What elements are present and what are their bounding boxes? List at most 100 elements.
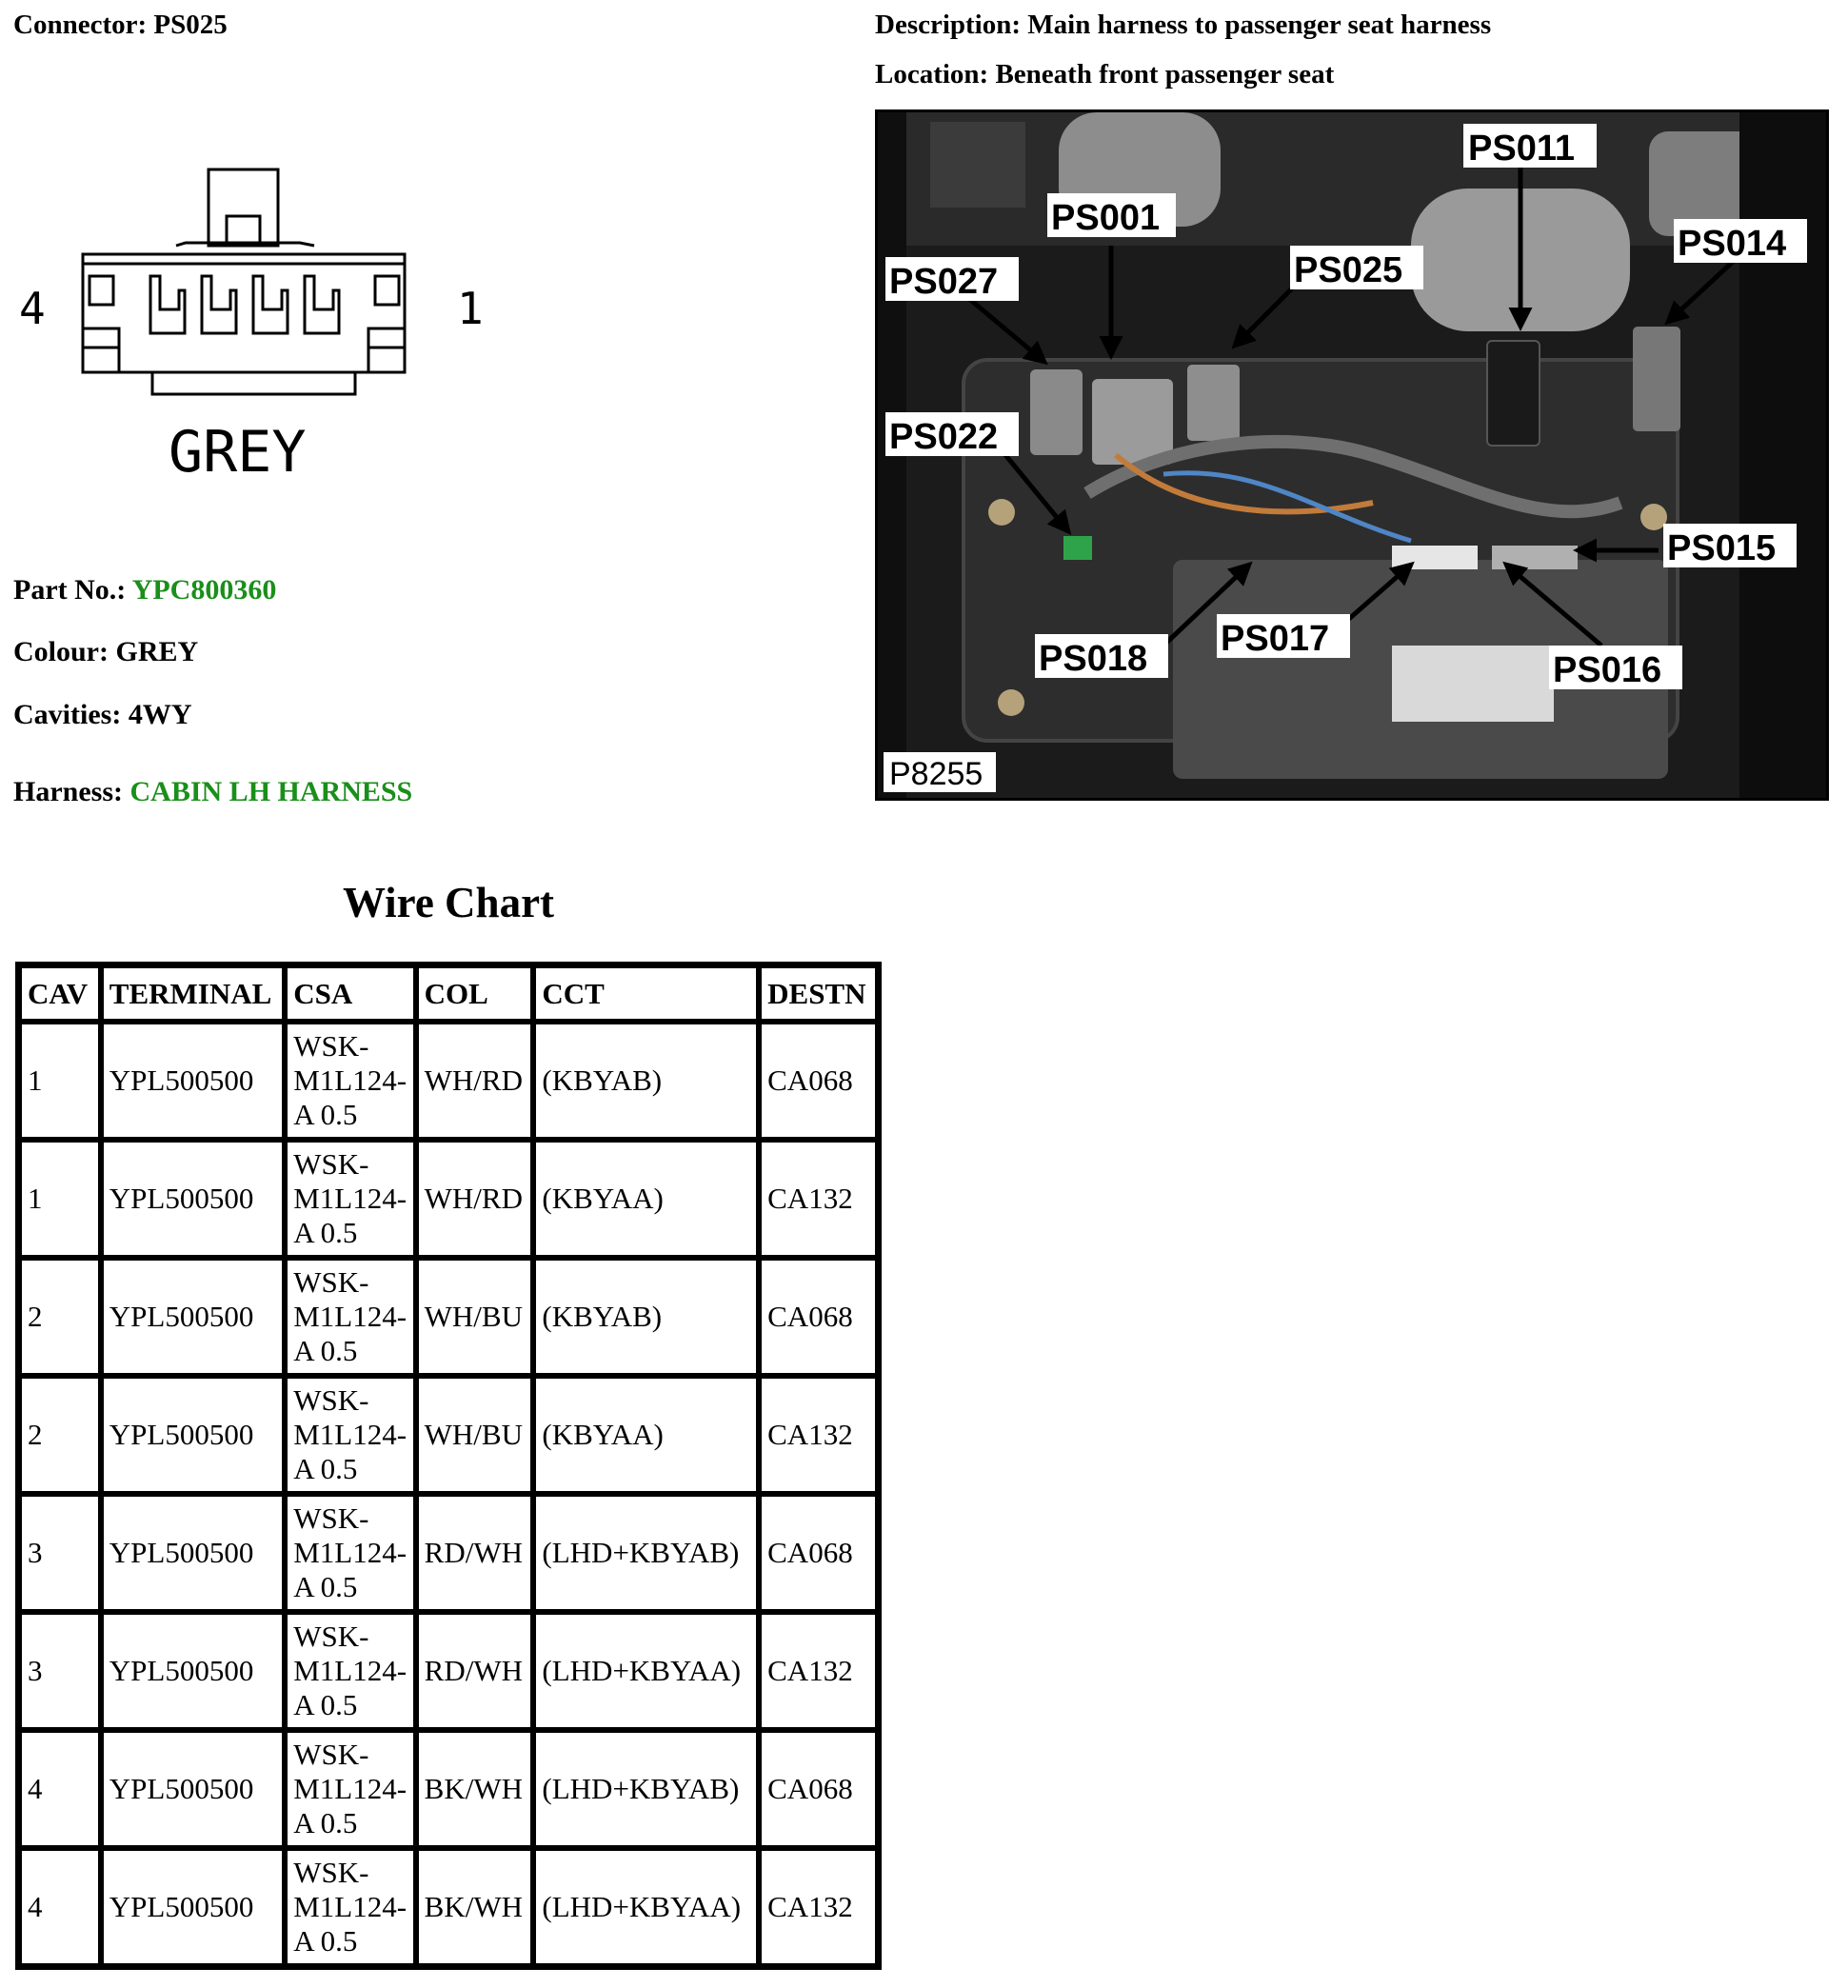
csa-line: M1L124- — [293, 1654, 407, 1687]
csa-cell: WSK-M1L124-A 0.5 — [285, 1494, 416, 1612]
header-cav: CAV — [19, 965, 101, 1022]
connector-diagram: 4 1 GREY — [10, 157, 505, 514]
harness: Harness: CABIN LH HARNESS — [13, 776, 412, 808]
cav-cell: 1 — [19, 1140, 101, 1258]
terminal-cell: YPL500500 — [100, 1022, 286, 1140]
csa-line: WSK- — [293, 1856, 369, 1889]
header-destn: DESTN — [759, 965, 878, 1022]
pin-4-label: 4 — [19, 283, 46, 334]
table-header-row: CAV TERMINAL CSA COL CCT DESTN — [19, 965, 878, 1022]
csa-line: A 0.5 — [293, 1806, 358, 1839]
colour: Colour: GREY — [13, 636, 198, 668]
csa-line: WSK- — [293, 1029, 369, 1063]
header-csa: CSA — [285, 965, 416, 1022]
destn-cell: CA068 — [759, 1258, 878, 1376]
description-heading: Description: Main harness to passenger s… — [875, 10, 1491, 41]
cav-cell: 2 — [19, 1376, 101, 1494]
cavities: Cavities: 4WY — [13, 699, 191, 731]
csa-line: M1L124- — [293, 1536, 407, 1569]
callout-ps016: PS016 — [1553, 650, 1661, 690]
csa-cell: WSK-M1L124-A 0.5 — [285, 1730, 416, 1848]
csa-line: M1L124- — [293, 1772, 407, 1805]
location-label: Location: — [875, 59, 989, 89]
pin-1-label: 1 — [457, 283, 484, 334]
cct-cell: (LHD+KBYAA) — [533, 1848, 760, 1966]
csa-line: A 0.5 — [293, 1216, 358, 1249]
callout-ps015: PS015 — [1667, 528, 1776, 568]
cct-cell: (LHD+KBYAB) — [533, 1730, 760, 1848]
col-cell: BK/WH — [415, 1848, 534, 1966]
csa-line: WSK- — [293, 1265, 369, 1299]
terminal-cell: YPL500500 — [100, 1494, 286, 1612]
csa-line: WSK- — [293, 1383, 369, 1417]
harness-link[interactable]: CABIN LH HARNESS — [129, 776, 413, 807]
colour-value: GREY — [115, 636, 199, 667]
terminal-cell: YPL500500 — [100, 1258, 286, 1376]
cav-cell: 4 — [19, 1730, 101, 1848]
csa-cell: WSK-M1L124-A 0.5 — [285, 1258, 416, 1376]
csa-line: A 0.5 — [293, 1924, 358, 1958]
description-label: Description: — [875, 10, 1022, 40]
cct-cell: (KBYAA) — [533, 1140, 760, 1258]
header-terminal: TERMINAL — [100, 965, 286, 1022]
part-number: Part No.: YPC800360 — [13, 574, 276, 606]
col-cell: WH/BU — [415, 1376, 534, 1494]
csa-cell: WSK-M1L124-A 0.5 — [285, 1140, 416, 1258]
connector-heading: Connector: PS025 — [13, 10, 228, 41]
csa-cell: WSK-M1L124-A 0.5 — [285, 1848, 416, 1966]
col-cell: RD/WH — [415, 1612, 534, 1730]
callout-ps001: PS001 — [1051, 198, 1160, 238]
cct-cell: (LHD+KBYAA) — [533, 1612, 760, 1730]
callout-ps027: PS027 — [889, 262, 998, 302]
destn-cell: CA132 — [759, 1612, 878, 1730]
cavities-value: 4WY — [128, 699, 192, 730]
connector-label: Connector: — [13, 10, 148, 40]
photo-reference: P8255 — [889, 756, 983, 792]
terminal-cell: YPL500500 — [100, 1376, 286, 1494]
header-cct: CCT — [533, 965, 760, 1022]
csa-cell: WSK-M1L124-A 0.5 — [285, 1022, 416, 1140]
col-cell: BK/WH — [415, 1730, 534, 1848]
cct-cell: (KBYAB) — [533, 1022, 760, 1140]
csa-line: M1L124- — [293, 1064, 407, 1097]
csa-line: M1L124- — [293, 1418, 407, 1451]
csa-line: WSK- — [293, 1738, 369, 1771]
part-number-link[interactable]: YPC800360 — [131, 574, 277, 606]
colour-label: Colour: — [13, 636, 109, 667]
callout-ps014: PS014 — [1678, 224, 1786, 264]
callout-ps022: PS022 — [889, 417, 998, 457]
cav-cell: 1 — [19, 1022, 101, 1140]
destn-cell: CA068 — [759, 1730, 878, 1848]
terminal-cell: YPL500500 — [100, 1730, 286, 1848]
location-value: Beneath front passenger seat — [995, 59, 1335, 89]
terminal-cell: YPL500500 — [100, 1612, 286, 1730]
cav-cell: 3 — [19, 1612, 101, 1730]
terminal-cell: YPL500500 — [100, 1140, 286, 1258]
csa-line: M1L124- — [293, 1890, 407, 1923]
destn-cell: CA068 — [759, 1022, 878, 1140]
terminal-cell: YPL500500 — [100, 1848, 286, 1966]
cav-cell: 2 — [19, 1258, 101, 1376]
destn-cell: CA132 — [759, 1140, 878, 1258]
cavities-label: Cavities: — [13, 699, 122, 730]
callout-ps025: PS025 — [1294, 250, 1402, 290]
csa-line: WSK- — [293, 1620, 369, 1653]
csa-line: WSK- — [293, 1147, 369, 1181]
col-cell: WH/RD — [415, 1022, 534, 1140]
description-value: Main harness to passenger seat harness — [1027, 10, 1492, 40]
cav-cell: 3 — [19, 1494, 101, 1612]
csa-line: M1L124- — [293, 1182, 407, 1215]
location-heading: Location: Beneath front passenger seat — [875, 59, 1334, 90]
cct-cell: (KBYAA) — [533, 1376, 760, 1494]
diagram-colour-caption: GREY — [169, 419, 307, 486]
csa-cell: WSK-M1L124-A 0.5 — [285, 1376, 416, 1494]
